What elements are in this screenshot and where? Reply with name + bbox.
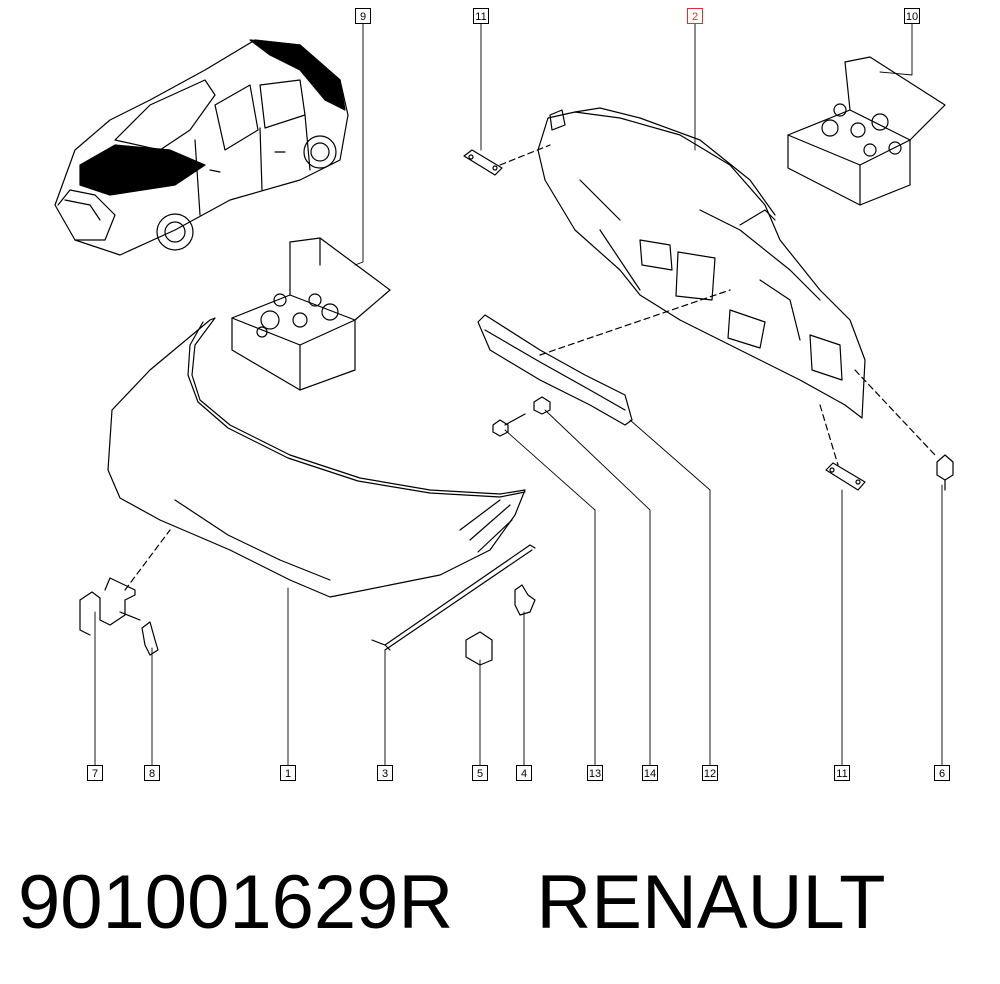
callout-10: 10 [904,8,920,24]
callout-6: 6 [934,765,950,781]
callout-11-bottom: 11 [834,765,850,781]
stop-6 [936,454,954,491]
hood-panel [107,317,526,598]
assembly-dashed-lines [124,144,936,591]
bolt-13 [492,413,526,437]
callout-2: 2 [687,8,703,24]
screw-8 [141,621,159,656]
callout-14: 14 [642,765,658,781]
bracket-7 [79,577,141,636]
callout-12: 12 [702,765,718,781]
callout-13: 13 [587,765,603,781]
part-footer: 901001629R RENAULT [18,858,886,948]
buffer-5 [465,631,493,666]
callout-9: 9 [355,8,371,24]
trim-moulding [477,314,633,426]
vehicle-overview-illustration [54,39,349,256]
clip-kit-box-10 [787,56,946,206]
callout-1: 1 [280,765,296,781]
tailgate-panel [537,107,866,419]
prop-rod-3 [371,544,536,651]
clip-4 [514,584,536,616]
callout-4: 4 [516,765,532,781]
hinge-pad-11-bottom [825,462,866,491]
nut-14 [533,396,551,415]
callout-11: 11 [473,8,489,24]
clip-kit-box-9 [231,237,391,391]
part-number: 901001629R [18,860,454,945]
callout-8: 8 [144,765,160,781]
hinge-pad-11-top [463,149,503,176]
callout-3: 3 [377,765,393,781]
callout-7: 7 [87,765,103,781]
leader-lines [94,23,943,766]
callout-5: 5 [472,765,488,781]
exploded-parts-diagram [54,23,954,766]
brand-name: RENAULT [536,860,886,945]
